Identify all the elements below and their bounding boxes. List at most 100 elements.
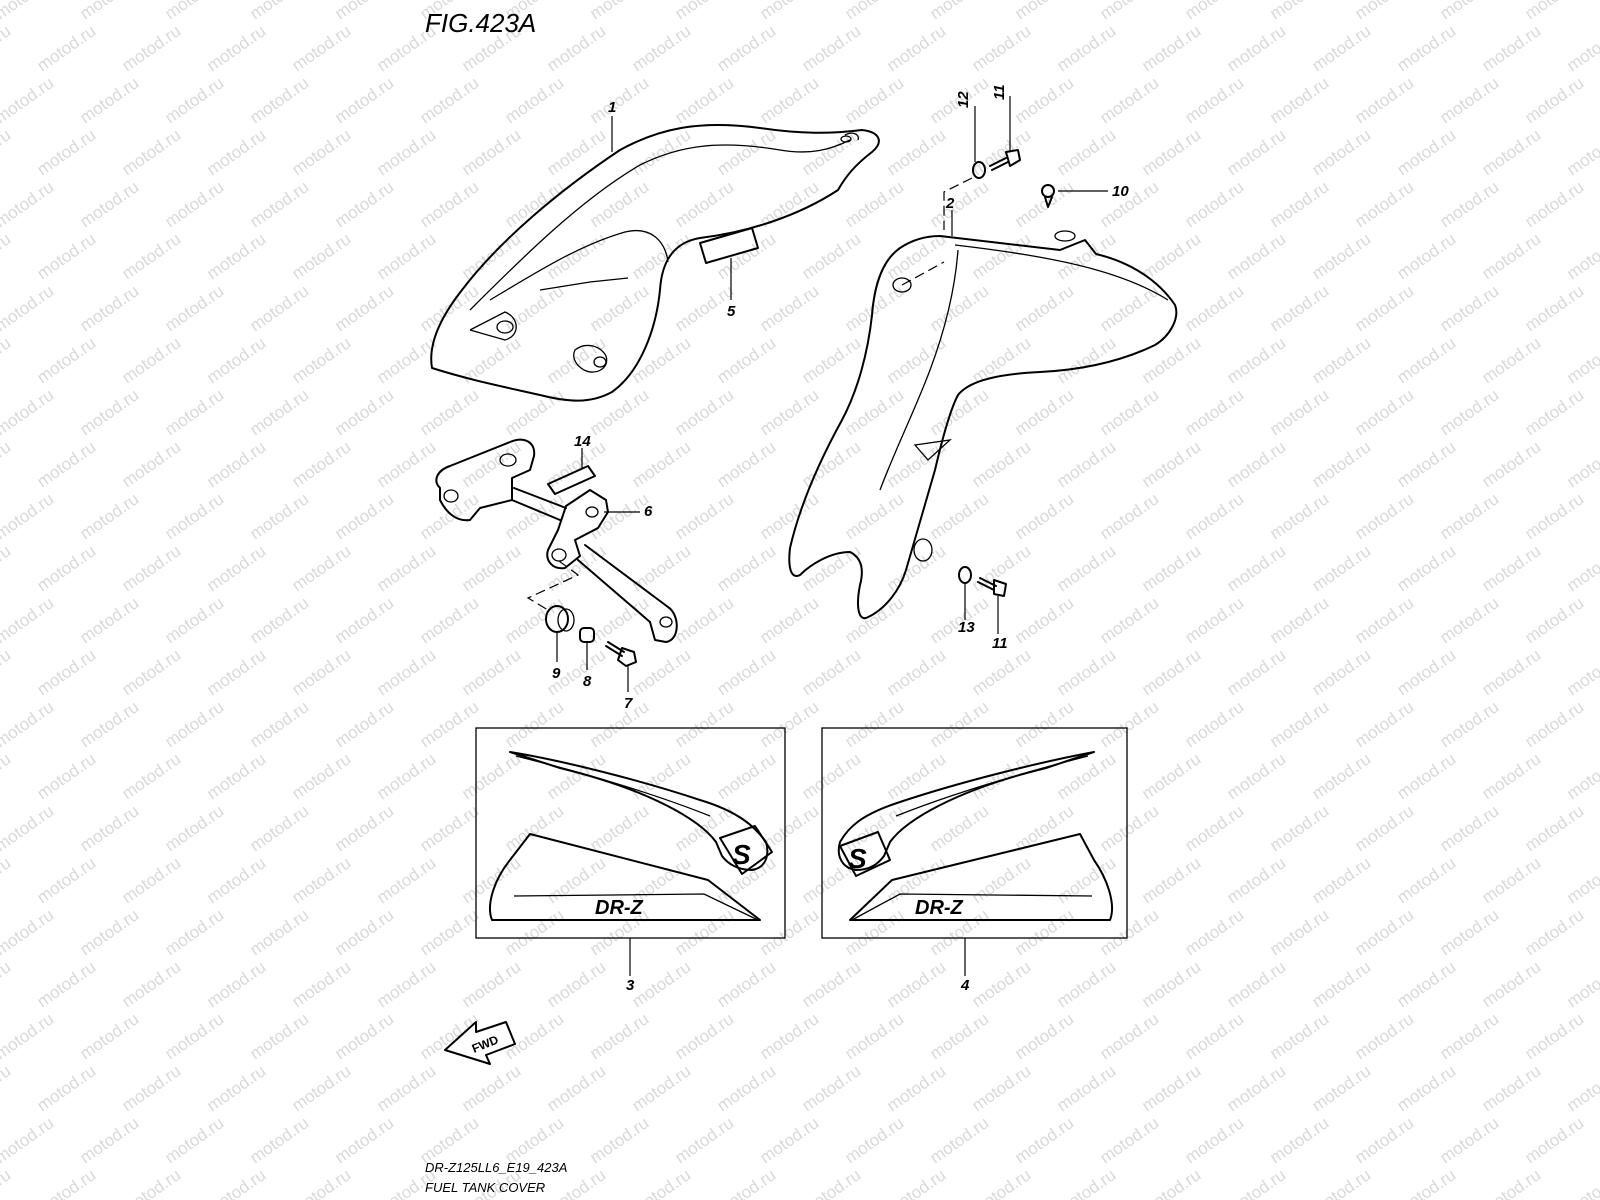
watermark-text: motod.ru: [543, 21, 609, 75]
callout-1: 1: [608, 99, 616, 116]
watermark-text: motod.ru: [883, 1061, 949, 1115]
part-7-bolt[interactable]: [605, 641, 637, 667]
watermark-text: motod.ru: [203, 333, 269, 387]
watermark-text: motod.ru: [76, 1113, 142, 1167]
watermark-text: motod.ru: [76, 281, 142, 335]
watermark-text: motod.ru: [586, 801, 652, 855]
callout-9: 9: [552, 665, 561, 682]
watermark-text: motod.ru: [968, 541, 1034, 595]
watermark-text: motod.ru: [1563, 853, 1600, 907]
part-4-decal-right[interactable]: S DR-Z: [837, 751, 1114, 921]
watermark-text: motod.ru: [373, 853, 439, 907]
watermark-text: motod.ru: [1096, 1113, 1162, 1167]
watermark-text: motod.ru: [756, 385, 822, 439]
watermark-text: motod.ru: [1351, 0, 1417, 23]
watermark-text: motod.ru: [331, 593, 397, 647]
watermark-text: motod.ru: [118, 333, 184, 387]
part-6-bracket[interactable]: [435, 438, 678, 643]
figure-title: FIG.423A: [425, 8, 536, 38]
watermark-text: motod.ru: [0, 801, 57, 855]
watermark-text: motod.ru: [1478, 1165, 1544, 1200]
watermark-text: motod.ru: [1351, 593, 1417, 647]
watermark-text: motod.ru: [1351, 489, 1417, 543]
watermark-text: motod.ru: [1478, 1061, 1544, 1115]
watermark-text: motod.ru: [798, 21, 864, 75]
watermark-text: motod.ru: [1266, 0, 1332, 23]
watermark-text: motod.ru: [586, 1113, 652, 1167]
watermark-text: motod.ru: [331, 177, 397, 231]
watermark-text: motod.ru: [1053, 333, 1119, 387]
watermark-text: motod.ru: [1393, 437, 1459, 491]
watermark-text: motod.ru: [968, 229, 1034, 283]
watermark-text: motod.ru: [288, 1061, 354, 1115]
callout-11-lower: 11: [992, 635, 1008, 652]
watermark-text: motod.ru: [203, 1061, 269, 1115]
watermark-text: motod.ru: [0, 853, 14, 907]
part-5-pad[interactable]: [699, 227, 759, 264]
watermark-text: motod.ru: [458, 749, 524, 803]
watermark-text: motod.ru: [501, 281, 567, 335]
watermark-text: motod.ru: [331, 905, 397, 959]
part-3-decal-left[interactable]: S DR-Z: [489, 751, 773, 921]
watermark-text: motod.ru: [1521, 1009, 1587, 1063]
watermark-text: motod.ru: [1308, 229, 1374, 283]
watermark-text: motod.ru: [76, 73, 142, 127]
watermark-text: motod.ru: [288, 645, 354, 699]
watermark-text: motod.ru: [628, 1061, 694, 1115]
watermark-text: motod.ru: [203, 645, 269, 699]
watermark-text: motod.ru: [0, 177, 57, 231]
watermark-text: motod.ru: [1053, 1165, 1119, 1200]
watermark-text: motod.ru: [841, 593, 907, 647]
watermark-text: motod.ru: [1478, 437, 1544, 491]
watermark-text: motod.ru: [1223, 437, 1289, 491]
watermark-text: motod.ru: [1563, 437, 1600, 491]
watermark-text: motod.ru: [288, 125, 354, 179]
watermark-text: motod.ru: [331, 697, 397, 751]
watermark-text: motod.ru: [0, 1009, 57, 1063]
part-14-pad[interactable]: [547, 465, 596, 495]
watermark-text: motod.ru: [883, 749, 949, 803]
watermark-text: motod.ru: [713, 1165, 779, 1200]
watermark-text: motod.ru: [501, 905, 567, 959]
part-1-left-tank-cover[interactable]: [430, 123, 880, 402]
watermark-text: motod.ru: [1096, 801, 1162, 855]
watermark-text: motod.ru: [1436, 73, 1502, 127]
watermark-text: motod.ru: [76, 0, 142, 23]
leader-lines: [556, 96, 1108, 976]
watermark-text: motod.ru: [373, 749, 439, 803]
watermark-text: motod.ru: [926, 0, 992, 23]
part-11-bolt-upper[interactable]: [989, 149, 1021, 171]
part-11-bolt-lower[interactable]: [977, 577, 1007, 597]
callout-14: 14: [574, 433, 591, 450]
watermark-text: motod.ru: [1436, 801, 1502, 855]
watermark-text: motod.ru: [968, 1061, 1034, 1115]
watermark-text: motod.ru: [246, 1113, 312, 1167]
watermark-text: motod.ru: [841, 177, 907, 231]
watermark-text: motod.ru: [0, 281, 57, 335]
part-13-washer[interactable]: [958, 566, 972, 584]
part-2-right-shroud[interactable]: [788, 230, 1178, 620]
watermark-text: motod.ru: [1308, 957, 1374, 1011]
watermark-text: motod.ru: [76, 1009, 142, 1063]
watermark-text: motod.ru: [1308, 749, 1374, 803]
watermark-text: motod.ru: [1181, 385, 1247, 439]
watermark-text: motod.ru: [1478, 957, 1544, 1011]
watermark-text: motod.ru: [1096, 697, 1162, 751]
watermark-text: motod.ru: [246, 905, 312, 959]
watermark-text: motod.ru: [161, 489, 227, 543]
watermark-text: motod.ru: [1436, 489, 1502, 543]
watermark-text: motod.ru: [373, 541, 439, 595]
watermark-text: motod.ru: [203, 541, 269, 595]
callout-11-upper: 11: [991, 84, 1008, 100]
watermark-text: motod.ru: [1521, 0, 1587, 23]
watermark-text: motod.ru: [1138, 541, 1204, 595]
watermark-text: motod.ru: [161, 281, 227, 335]
part-12-washer[interactable]: [972, 161, 986, 179]
watermark-text: motod.ru: [1011, 905, 1077, 959]
watermark-text: motod.ru: [33, 125, 99, 179]
part-10-fastener[interactable]: [1041, 184, 1055, 208]
callouts: 1 12 11 10 2 5 14 6 9 8 7 13 11 3 4: [552, 84, 1129, 994]
callout-6: 6: [644, 503, 653, 520]
watermark-text: motod.ru: [458, 645, 524, 699]
watermark-text: motod.ru: [1308, 645, 1374, 699]
